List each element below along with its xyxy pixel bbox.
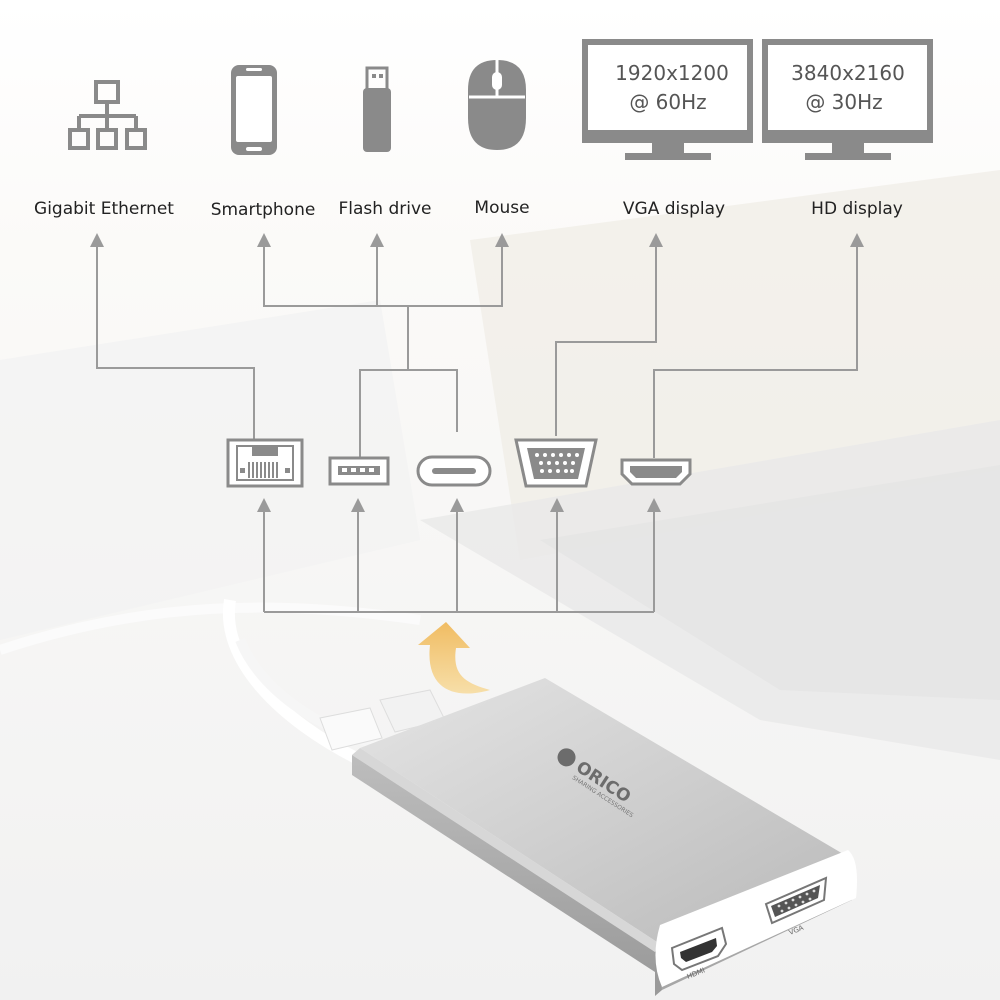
usb-a-port-icon: [328, 456, 390, 486]
label-vga-display: VGA display: [623, 199, 725, 219]
hd-resolution-text: 3840x2160: [791, 61, 905, 85]
vga-resolution-text: 1920x1200: [615, 61, 729, 85]
usb-c-port-icon: [416, 455, 492, 487]
smartphone-icon: [231, 65, 277, 155]
connection-lines-bottom: [257, 498, 661, 613]
hdmi-port-icon: [620, 458, 692, 486]
network-icon: [68, 80, 147, 150]
device-hdmi-port: [670, 926, 728, 972]
label-smartphone: Smartphone: [211, 200, 316, 220]
label-hd-display: HD display: [811, 199, 903, 219]
vga-refresh-text: @ 60Hz: [629, 90, 706, 114]
hd-refresh-text: @ 30Hz: [805, 90, 882, 114]
usb-c-adapter-device: HDMI VGA ORICO SHARING ACCESSORIES: [319, 678, 857, 996]
label-mouse: Mouse: [474, 198, 529, 218]
orico-logo-icon: [557, 748, 576, 767]
connection-lines-top: [90, 233, 864, 458]
monitor-icon: [762, 39, 933, 160]
device-vga-port: [764, 876, 828, 925]
mouse-icon: [468, 60, 526, 150]
rj45-port-icon: [226, 438, 304, 488]
label-flash-drive: Flash drive: [339, 199, 432, 219]
insert-direction-arrow: [418, 622, 490, 694]
monitor-icon: [582, 39, 753, 160]
label-gigabit-ethernet: Gigabit Ethernet: [34, 199, 174, 219]
usb-flash-drive-icon: [363, 66, 391, 152]
vga-port-icon: [514, 438, 598, 488]
